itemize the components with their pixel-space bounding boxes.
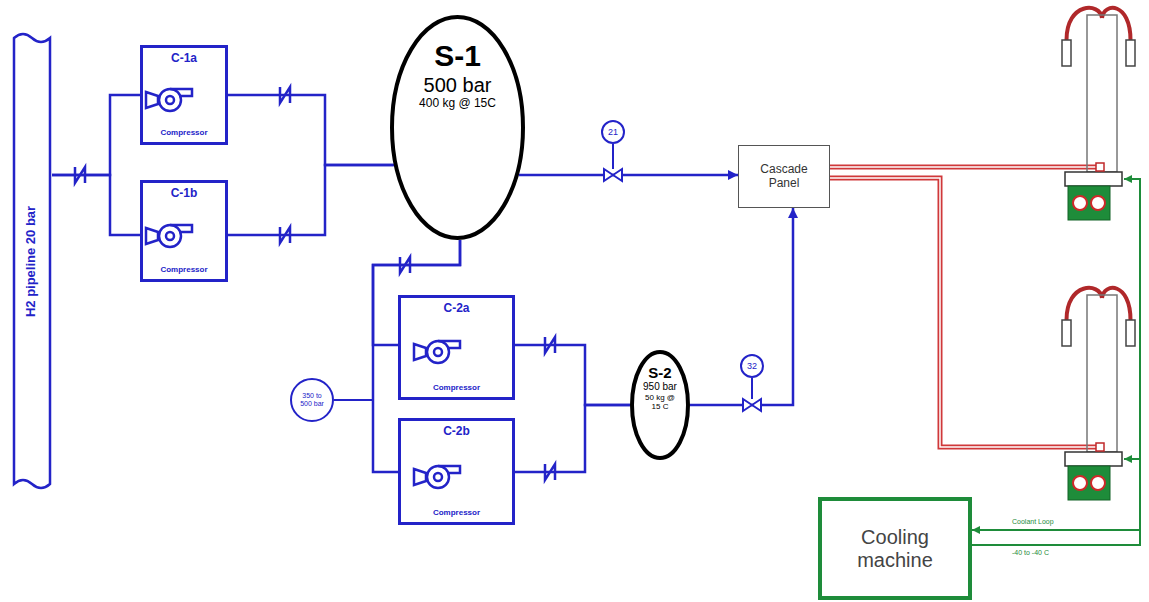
compressor-symbol xyxy=(146,89,192,111)
supply-line xyxy=(830,178,1096,447)
compressor-inlet xyxy=(414,469,426,485)
instrument-circle xyxy=(741,355,763,377)
compressor-outlet xyxy=(438,341,460,348)
pressure-indicator: 350 to 500 bar xyxy=(290,378,334,422)
compressor-box: C-2bCompressor xyxy=(398,418,515,525)
compressor-box: C-1bCompressor xyxy=(140,180,228,282)
pipe-connector xyxy=(690,208,793,405)
instrument-circle xyxy=(291,379,333,421)
compressor-casing xyxy=(159,225,181,247)
coolant-note: Coolant Loop xyxy=(1012,518,1054,526)
node-title: 350 to 500 bar xyxy=(298,392,326,408)
storage-vessel: S-2950 bar50 kg @ 15 C xyxy=(630,350,690,460)
storage-vessel: S-1500 bar400 kg @ 15C xyxy=(390,15,525,240)
compressor-casing xyxy=(427,341,449,363)
node-text: 500 bar xyxy=(424,74,492,97)
check-valve xyxy=(545,464,555,480)
node-title: Cascade Panel xyxy=(749,163,819,191)
pipe-connector xyxy=(515,345,630,405)
compressor-inlet xyxy=(414,344,426,360)
check-valve xyxy=(280,227,290,243)
pipe-connector xyxy=(228,165,394,235)
compressor-outlet xyxy=(170,225,192,232)
gauge-line xyxy=(334,399,373,401)
node-title: H2 pipeline 20 bar xyxy=(25,205,40,316)
valve-stem xyxy=(751,378,753,399)
cooling-machine: Cooling machine xyxy=(818,497,972,600)
node-text: Compressor xyxy=(160,128,207,137)
pipe-connector xyxy=(515,405,630,472)
node-text: 950 bar xyxy=(643,381,677,393)
check-valve xyxy=(400,257,410,273)
compressor-outlet xyxy=(170,89,192,96)
check-valve xyxy=(545,337,555,353)
node-title: S-1 xyxy=(434,39,481,74)
dispenser xyxy=(1062,8,1135,220)
compressor-box: C-1aCompressor xyxy=(140,45,228,145)
instrument-circle xyxy=(602,121,624,143)
compressor-rotor xyxy=(434,348,442,356)
compressor-outlet xyxy=(438,466,460,473)
node-title: Cooling machine xyxy=(840,526,950,572)
node-text: 400 kg @ 15C xyxy=(419,97,496,111)
vessel-outline xyxy=(632,352,688,458)
node-text: Compressor xyxy=(433,508,480,517)
compressor-box: C-2aCompressor xyxy=(398,295,515,400)
valve-stem xyxy=(612,144,614,169)
cascade-panel: Cascade Panel xyxy=(738,145,830,208)
compressor-casing xyxy=(427,466,449,488)
node-title: 21 xyxy=(608,127,618,137)
control-valve xyxy=(743,399,761,411)
pipe-connector xyxy=(52,175,140,235)
check-valve xyxy=(280,87,290,103)
supply-line xyxy=(830,166,1096,168)
node-title: C-1a xyxy=(171,52,197,66)
supply-line xyxy=(830,178,1096,447)
compressor-casing xyxy=(159,89,181,111)
compressor-inlet xyxy=(146,92,158,108)
compressor-rotor xyxy=(434,473,442,481)
vessel-outline xyxy=(392,17,523,238)
pipeline-outline xyxy=(14,34,50,488)
compressor-inlet xyxy=(146,228,158,244)
pipe-connector xyxy=(52,95,140,175)
check-valve xyxy=(75,167,85,183)
supply-line xyxy=(830,165,1096,170)
compressor-rotor xyxy=(166,96,174,104)
compressor-rotor xyxy=(166,232,174,240)
node-title: C-2a xyxy=(443,302,469,316)
pipe-connector xyxy=(519,174,738,177)
coolant-note: -40 to -40 C xyxy=(1012,549,1049,557)
coolant-line xyxy=(972,179,1140,545)
node-title: C-2b xyxy=(443,425,470,439)
node-text: 50 kg @ 15 C xyxy=(640,393,680,411)
pipe-connector xyxy=(228,95,394,165)
compressor-symbol xyxy=(146,225,192,247)
node-title: S-2 xyxy=(648,364,671,381)
coolant-line xyxy=(1124,458,1140,460)
node-title: C-1b xyxy=(171,187,198,201)
valve-actuator: 32 xyxy=(740,354,764,378)
pipeline-band: H2 pipeline 20 bar xyxy=(12,30,52,492)
control-valve xyxy=(604,169,622,181)
dispenser xyxy=(1062,288,1135,500)
node-text: Compressor xyxy=(433,383,480,392)
coolant-line xyxy=(972,529,1140,531)
compressor-symbol xyxy=(414,341,460,363)
node-text: Compressor xyxy=(160,265,207,274)
compressor-symbol xyxy=(414,466,460,488)
valve-actuator: 21 xyxy=(601,120,625,144)
node-title: 32 xyxy=(747,361,757,371)
